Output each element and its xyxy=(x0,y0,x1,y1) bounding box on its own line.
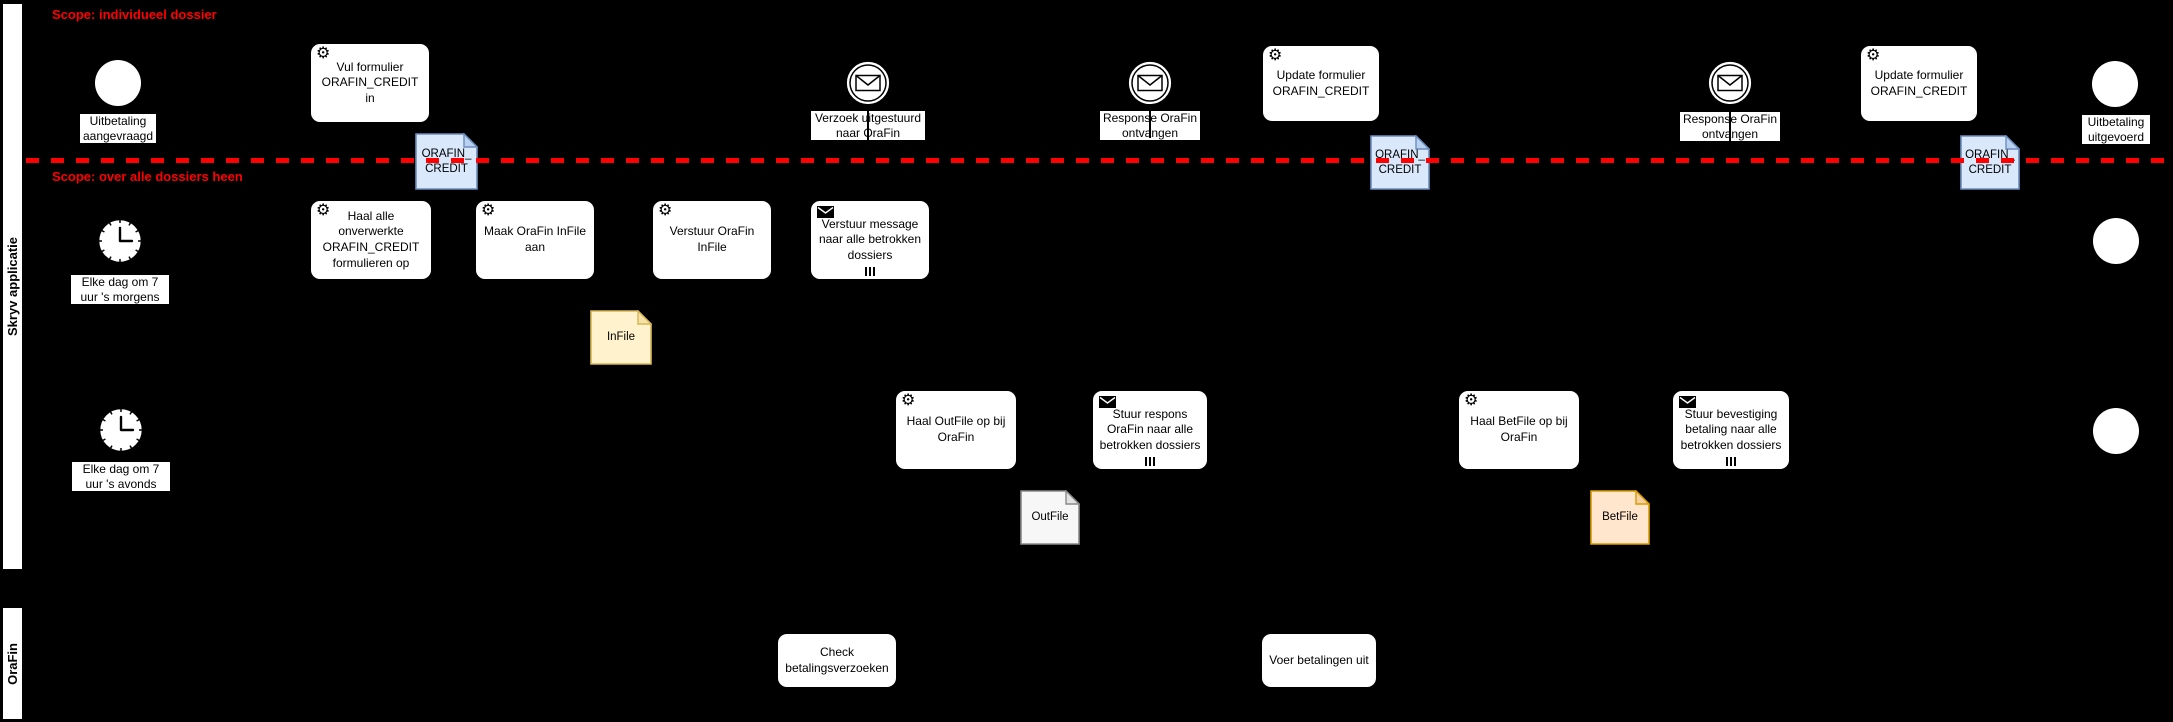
task-label: Voer betalingen uit xyxy=(1269,652,1369,667)
document-icon xyxy=(590,309,653,365)
lane-skryv-applicatie: Skryv applicatie xyxy=(2,3,23,570)
clock-icon xyxy=(95,216,145,266)
start-event-circle xyxy=(95,60,141,106)
envelope-icon xyxy=(1126,59,1174,107)
task-update-formulier-orafin-credit-1: ⚙ Update formulier ORAFIN_CREDIT xyxy=(1262,45,1380,122)
service-gear-icon: ⚙ xyxy=(901,390,916,409)
task-label: Stuur respons OraFin naar alle betrokken… xyxy=(1099,406,1201,452)
task-label: Haal alle onverwerkte ORAFIN_CREDIT form… xyxy=(322,208,420,270)
end-event-circle-2 xyxy=(2093,218,2139,264)
send-envelope-icon xyxy=(817,206,834,218)
multi-instance-marker xyxy=(865,267,875,276)
timer-event-label: Elke dag om 7 uur 's morgens xyxy=(71,275,169,305)
task-label: Maak OraFin InFile aan xyxy=(483,224,587,254)
task-label: Update formulier ORAFIN_CREDIT xyxy=(1870,67,1968,98)
start-event-label: Uitbetaling aangevraagd xyxy=(80,114,156,144)
lane-orafin: OraFin xyxy=(2,607,23,720)
message-flow-line xyxy=(1149,104,1151,138)
scope-label-over-alle-dossiers: Scope: over alle dossiers heen xyxy=(52,169,243,184)
send-envelope-icon xyxy=(1099,396,1116,408)
clock-icon xyxy=(96,405,146,455)
lane-label: Skryv applicatie xyxy=(5,237,20,336)
service-gear-icon: ⚙ xyxy=(481,200,496,219)
data-object-label: OutFile xyxy=(1031,511,1069,524)
envelope-icon xyxy=(1706,59,1754,107)
message-flow-line xyxy=(867,104,869,150)
task-label: Vul formulier ORAFIN_CREDIT in xyxy=(321,59,419,105)
timer-event-avonds xyxy=(96,405,146,455)
message-event-verzoek-uitgestuurd xyxy=(844,59,892,107)
message-event-response-ontvangen-1 xyxy=(1126,59,1174,107)
message-event-response-ontvangen-2 xyxy=(1706,59,1754,107)
send-envelope-icon xyxy=(1679,396,1696,408)
task-stuur-respons-orafin: Stuur respons OraFin naar alle betrokken… xyxy=(1092,390,1208,470)
data-object-label: ORAFIN_ CREDIT xyxy=(421,148,472,175)
task-label: Update formulier ORAFIN_CREDIT xyxy=(1272,67,1370,98)
multi-instance-marker xyxy=(1145,457,1155,466)
task-label: Verstuur message naar alle betrokken dos… xyxy=(818,216,922,262)
service-gear-icon: ⚙ xyxy=(1268,45,1283,64)
service-gear-icon: ⚙ xyxy=(658,200,673,219)
scope-label-individueel-dossier: Scope: individueel dossier xyxy=(52,7,217,22)
end-event-label: Uitbetaling uitgevoerd xyxy=(2082,115,2150,145)
data-object-orafin-credit-1: ORAFIN_ CREDIT xyxy=(415,132,479,190)
task-haal-onverwerkte-formulieren: ⚙ Haal alle onverwerkte ORAFIN_CREDIT fo… xyxy=(310,200,432,280)
task-verstuur-orafin-infile: ⚙ Verstuur OraFin InFile xyxy=(652,200,772,280)
scope-divider-dashed-line xyxy=(26,158,2173,163)
document-icon xyxy=(1590,489,1651,545)
timer-event-morgens xyxy=(95,216,145,266)
service-gear-icon: ⚙ xyxy=(1866,45,1881,64)
task-vul-formulier-orafin-credit: ⚙ Vul formulier ORAFIN_CREDIT in xyxy=(310,43,430,123)
end-event-circle-3 xyxy=(2093,408,2139,454)
task-label: Haal OutFile op bij OraFin xyxy=(906,414,1006,444)
envelope-icon xyxy=(844,59,892,107)
task-label: Stuur bevestiging betaling naar alle bet… xyxy=(1680,406,1782,452)
task-label: Verstuur OraFin InFile xyxy=(669,224,755,254)
document-icon xyxy=(1020,489,1081,545)
task-maak-orafin-infile: ⚙ Maak OraFin InFile aan xyxy=(475,200,595,280)
task-verstuur-message-dossiers: Verstuur message naar alle betrokken dos… xyxy=(810,200,930,280)
multi-instance-marker xyxy=(1726,457,1736,466)
task-label: Haal BetFile op bij OraFin xyxy=(1470,414,1568,444)
task-haal-betfile: ⚙ Haal BetFile op bij OraFin xyxy=(1458,390,1580,470)
message-flow-line xyxy=(1729,104,1731,150)
data-object-betfile: BetFile xyxy=(1590,489,1651,545)
service-gear-icon: ⚙ xyxy=(316,200,331,219)
task-label: Check betalingsverzoeken xyxy=(785,644,889,675)
service-gear-icon: ⚙ xyxy=(316,43,331,62)
data-object-outfile: OutFile xyxy=(1020,489,1081,545)
task-voer-betalingen-uit: Voer betalingen uit xyxy=(1261,633,1377,688)
timer-event-label: Elke dag om 7 uur 's avonds xyxy=(72,462,170,492)
service-gear-icon: ⚙ xyxy=(1464,390,1479,409)
data-object-infile: InFile xyxy=(590,309,653,365)
data-object-label: InFile xyxy=(606,331,636,344)
task-update-formulier-orafin-credit-2: ⚙ Update formulier ORAFIN_CREDIT xyxy=(1860,45,1978,122)
task-stuur-bevestiging-betaling: Stuur bevestiging betaling naar alle bet… xyxy=(1672,390,1790,470)
lane-label: OraFin xyxy=(5,642,20,685)
end-event-circle xyxy=(2092,61,2138,107)
task-haal-outfile: ⚙ Haal OutFile op bij OraFin xyxy=(895,390,1017,470)
task-check-betalingsverzoeken: Check betalingsverzoeken xyxy=(777,633,897,688)
data-object-label: BetFile xyxy=(1602,511,1638,524)
